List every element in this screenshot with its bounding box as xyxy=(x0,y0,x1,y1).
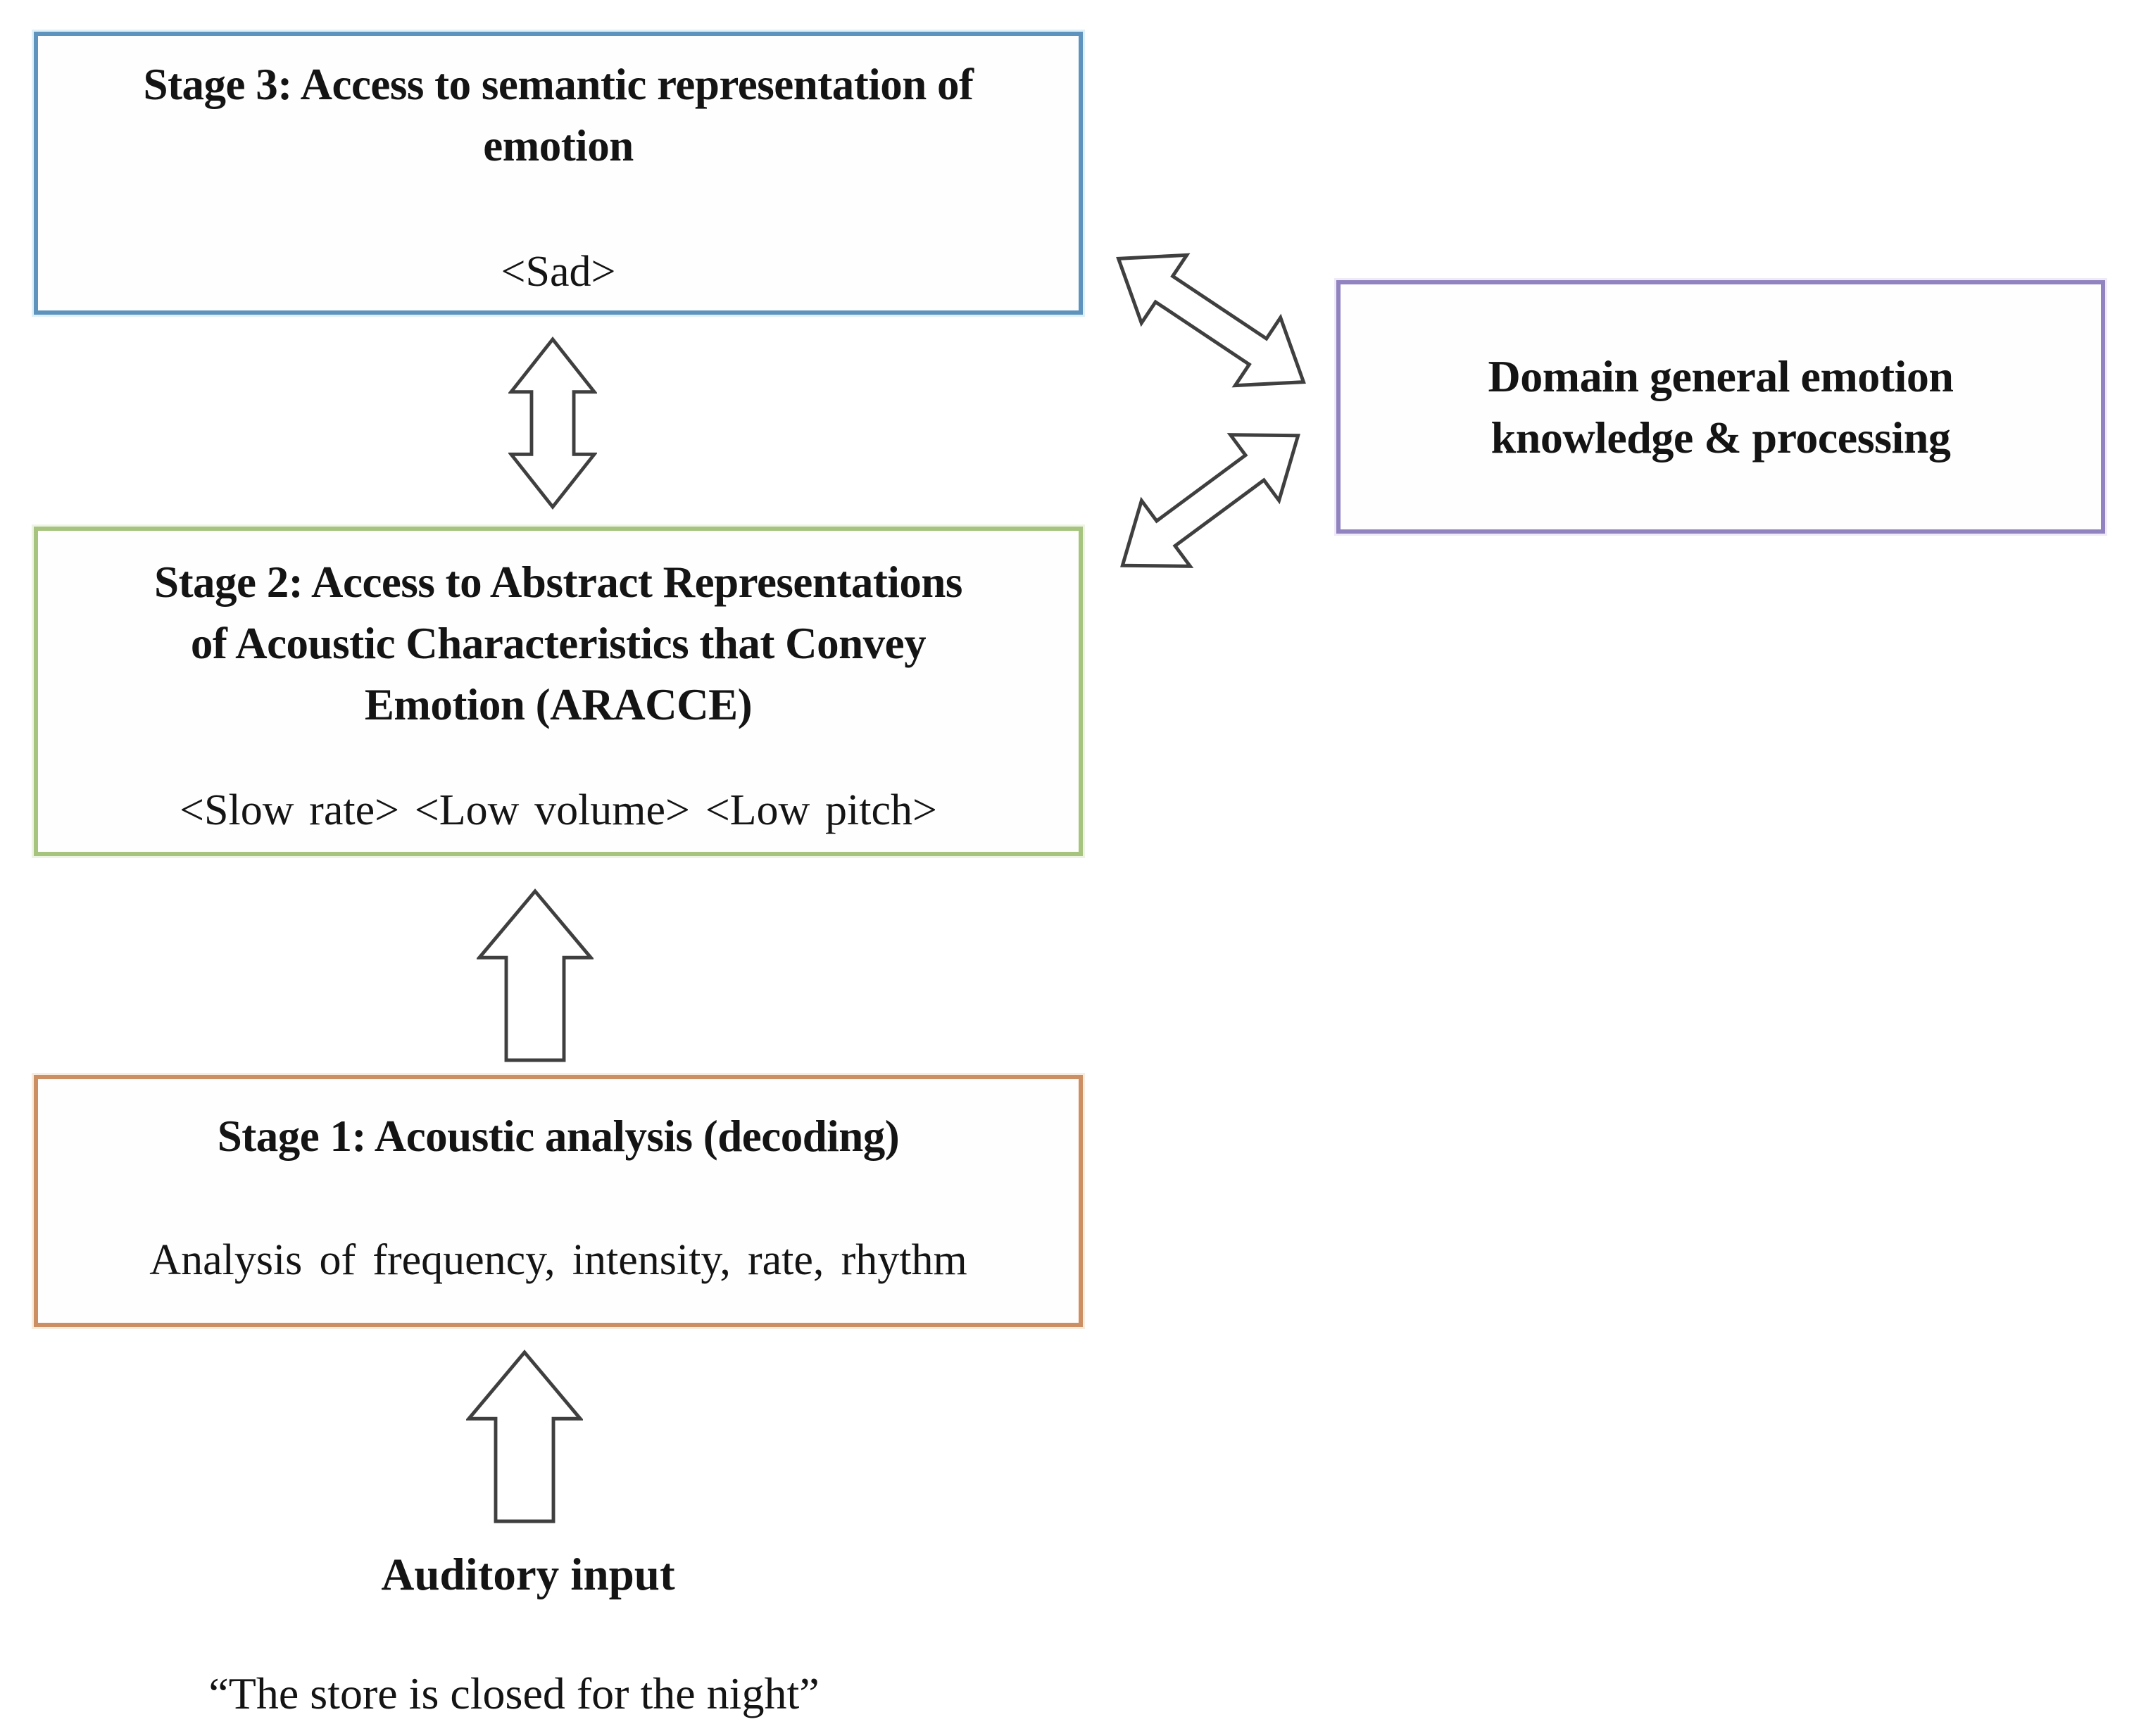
stage3-box: Stage 3: Access to semantic representati… xyxy=(34,32,1083,315)
domain-box-title: Domain general emotion knowledge & proce… xyxy=(1488,346,1954,468)
double-arrow-shape xyxy=(508,336,597,510)
stage2-box: Stage 2: Access to Abstract Representati… xyxy=(34,527,1083,856)
up-arrow-auditory-stage1-icon xyxy=(466,1350,583,1524)
stage2-title-line1: Stage 2: Access to Abstract Representati… xyxy=(154,558,962,607)
up-arrow-shape xyxy=(466,1350,583,1523)
domain-title-line1: Domain general emotion xyxy=(1488,351,1954,401)
up-arrow-stage1-stage2-icon xyxy=(477,888,594,1063)
double-arrow-shape xyxy=(1116,253,1306,388)
double-arrow-stage3-domain-icon xyxy=(1091,218,1332,422)
auditory-input-label: Auditory input xyxy=(381,1549,675,1600)
stage3-title: Stage 3: Access to semantic representati… xyxy=(144,54,974,177)
stage1-body: Analysis of frequency, intensity, rate, … xyxy=(149,1235,967,1284)
double-arrow-shape xyxy=(1120,433,1300,568)
stage2-tags-acoustic: <Slow rate> <Low volume> <Low pitch> xyxy=(180,786,937,834)
double-arrow-stage2-stage3-icon xyxy=(508,336,597,510)
stage2-title-line2: of Acoustic Characteristics that Convey xyxy=(190,618,927,668)
stage1-box: Stage 1: Acoustic analysis (decoding) An… xyxy=(34,1075,1083,1327)
stage3-title-line2: emotion xyxy=(483,120,634,170)
up-arrow-shape xyxy=(477,888,594,1062)
example-sentence-quote: “The store is closed for the night” xyxy=(208,1668,820,1718)
stage2-title-line3: Emotion (ARACCE) xyxy=(364,679,753,729)
stage3-tag-sad: <Sad> xyxy=(501,247,616,296)
domain-title-line2: knowledge & processing xyxy=(1490,413,1951,463)
stage2-title: Stage 2: Access to Abstract Representati… xyxy=(154,552,962,736)
stage3-title-line1: Stage 3: Access to semantic representati… xyxy=(143,60,974,109)
double-arrow-stage2-domain-icon xyxy=(1093,396,1328,604)
stage1-title: Stage 1: Acoustic analysis (decoding) xyxy=(217,1112,900,1161)
domain-general-emotion-box: Domain general emotion knowledge & proce… xyxy=(1336,280,2105,534)
